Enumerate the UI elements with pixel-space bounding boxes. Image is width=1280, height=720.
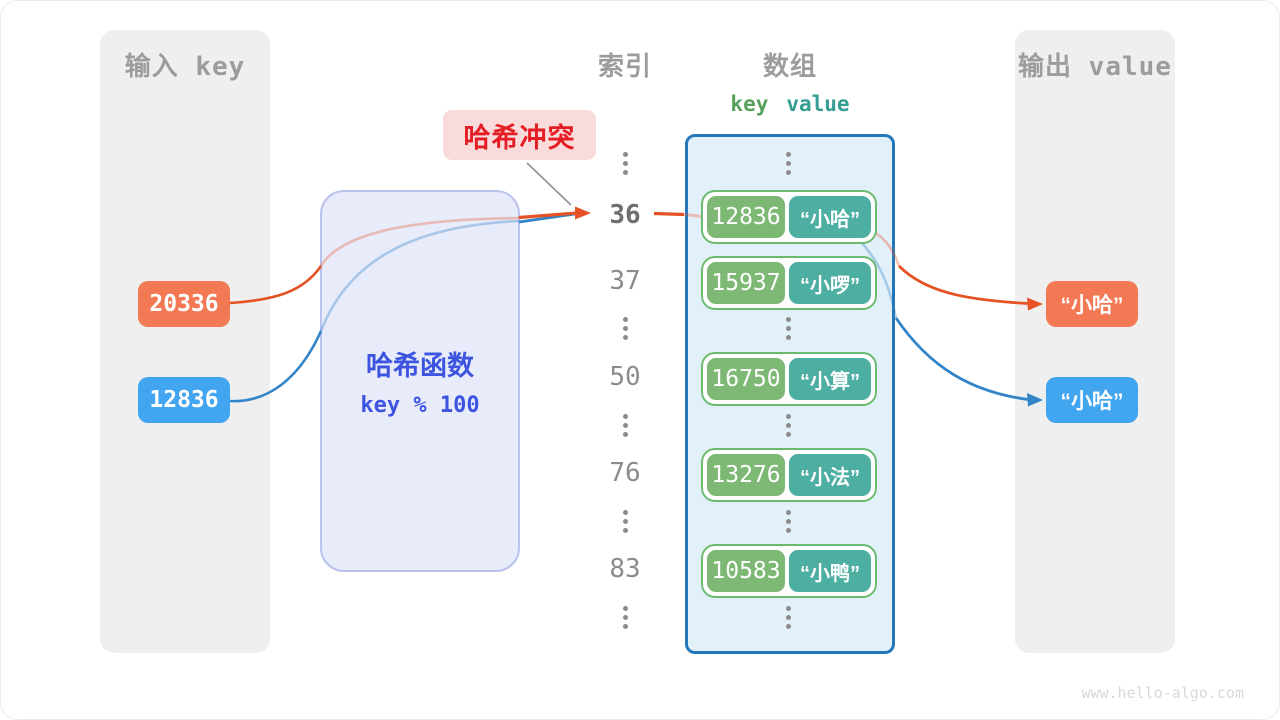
array-row: 15937 “小啰” [701, 256, 877, 310]
row-value-cell: “小哈” [789, 196, 871, 238]
ellipsis [783, 414, 793, 437]
row-value-cell: “小算” [789, 358, 871, 400]
input-key-chip: 12836 [138, 377, 230, 423]
hash-function-title: 哈希函数 [366, 351, 474, 381]
index-column-title: 索引 [597, 52, 652, 82]
array-row: 16750 “小算” [701, 352, 877, 406]
row-key-cell: 12836 [707, 196, 785, 238]
key-header-label: key [730, 92, 769, 116]
input-key-chip: 20336 [138, 281, 230, 327]
value-header-label: value [786, 92, 850, 116]
input-panel-title: 输入 key [124, 52, 246, 82]
ellipsis [620, 414, 630, 437]
array-row: 10583 “小鸭” [701, 544, 877, 598]
ellipsis [620, 152, 630, 175]
input-key-panel [100, 30, 270, 653]
row-key-cell: 15937 [707, 262, 785, 304]
array-row: 12836 “小哈” [701, 190, 877, 244]
output-value-panel [1015, 30, 1175, 653]
row-key-cell: 16750 [707, 358, 785, 400]
array-kv-header: key value [685, 92, 895, 116]
array-row: 13276 “小法” [701, 448, 877, 502]
hash-function-formula: key % 100 [360, 393, 480, 418]
row-value-cell: “小法” [789, 454, 871, 496]
array-panel-title: 数组 [762, 52, 817, 82]
row-key-cell: 10583 [707, 550, 785, 592]
ellipsis [783, 606, 793, 629]
index-value: 50 [609, 362, 641, 392]
hash-collision-label: 哈希冲突 [443, 110, 596, 160]
index-value: 83 [609, 554, 641, 584]
index-value: 37 [609, 266, 641, 296]
ellipsis [620, 606, 630, 629]
ellipsis [783, 152, 793, 175]
row-value-cell: “小鸭” [789, 550, 871, 592]
hash-function-box [320, 190, 520, 572]
row-key-cell: 13276 [707, 454, 785, 496]
index-value-highlighted: 36 [609, 200, 641, 230]
ellipsis [783, 510, 793, 533]
index-value: 76 [609, 458, 641, 488]
ellipsis [620, 510, 630, 533]
ellipsis [783, 317, 793, 340]
row-value-cell: “小啰” [789, 262, 871, 304]
output-value-chip: “小哈” [1046, 281, 1138, 327]
output-panel-title: 输出 value [1018, 52, 1172, 82]
watermark: www.hello-algo.com [1081, 684, 1244, 702]
ellipsis [620, 317, 630, 340]
output-value-chip: “小哈” [1046, 377, 1138, 423]
